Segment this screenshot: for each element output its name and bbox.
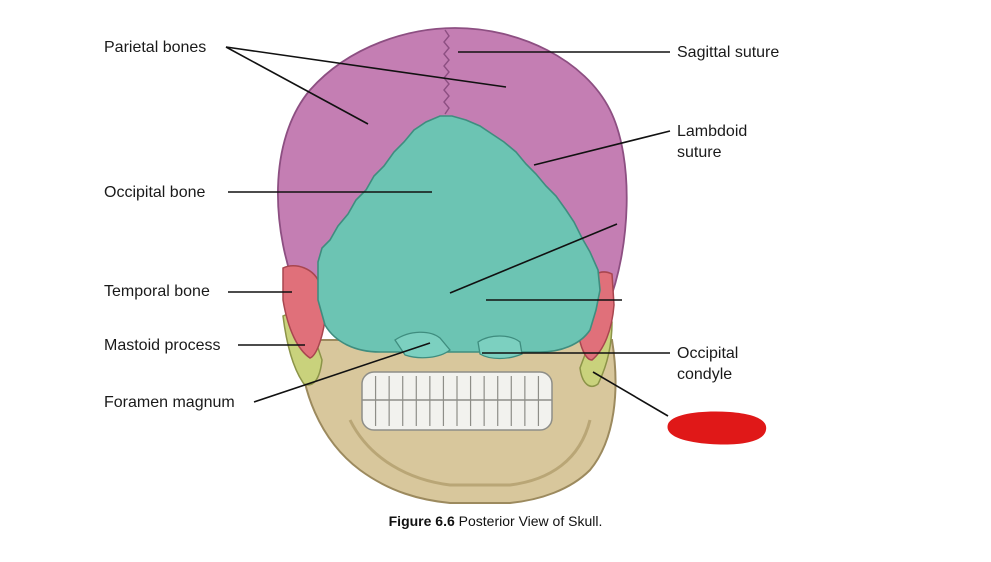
caption-figure-number: Figure 6.6 (388, 513, 455, 529)
label-occipital-condyle-line1: Occipital (677, 345, 739, 362)
teeth (361, 371, 553, 431)
label-mastoid-process: Mastoid process (104, 337, 221, 354)
caption-text: Posterior View of Skull. (454, 513, 603, 529)
occipital-condyle-shape-right (477, 335, 523, 360)
label-temporal-bone: Temporal bone (104, 283, 210, 300)
leader-lines (225, 46, 671, 417)
label-sagittal-suture: Sagittal suture (677, 44, 780, 61)
label-foramen-magnum: Foramen magnum (104, 394, 235, 411)
sagittal-suture-line (443, 29, 450, 115)
temporal-bone-left (282, 264, 326, 359)
figure-caption: Figure 6.6 Posterior View of Skull. (0, 513, 991, 529)
occipital-bone-region (317, 115, 601, 353)
redaction-mark (667, 411, 767, 445)
mandible-shadow (348, 419, 592, 487)
label-lambdoid-suture-line1: Lambdoid (677, 123, 748, 140)
label-occipital-bone: Occipital bone (104, 184, 206, 201)
label-parietal-bones: Parietal bones (104, 39, 207, 56)
label-lambdoid-suture-line2: suture (677, 144, 722, 161)
label-occipital-condyle-line2: condyle (677, 366, 733, 383)
